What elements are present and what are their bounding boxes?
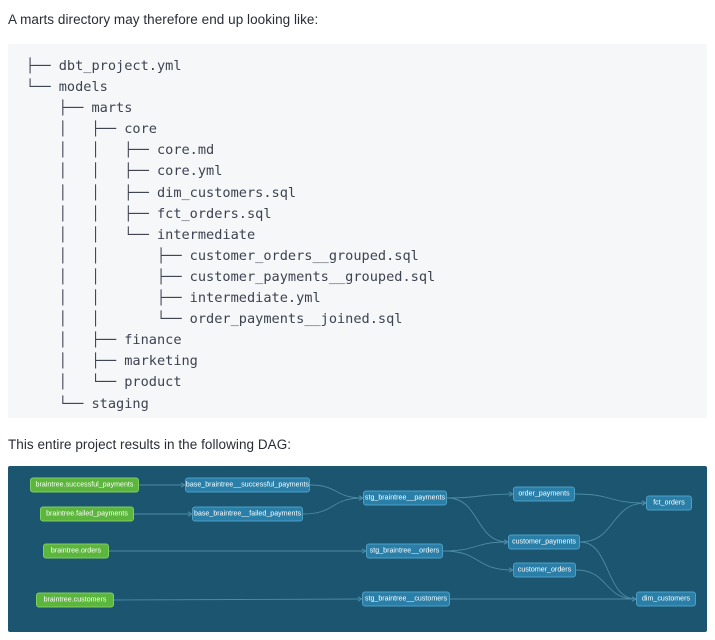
directory-tree-code-block: ├── dbt_project.yml └── models ├── marts…	[8, 44, 707, 418]
dag-edge-order_payments-to-fct_orders	[574, 493, 647, 504]
directory-tree-text: ├── dbt_project.yml └── models ├── marts…	[26, 58, 436, 412]
dag-node-base_braintree__failed_payments[interactable]: base_braintree__failed_payments	[192, 506, 303, 522]
dag-edge-customer_payments-to-fct_orders	[579, 502, 647, 543]
dag-edge-stg_braintree__orders-to-customer_payments	[442, 541, 509, 552]
dag-node-order_payments[interactable]: order_payments	[513, 486, 575, 502]
dag-canvas: braintree.successful_payments braintree.f…	[8, 466, 707, 632]
dag-node-dim_customers[interactable]: dim_customers	[636, 591, 696, 607]
dag-edge-layer	[109, 482, 647, 602]
dag-edge-braintree_customers-to-stg_braintree__customers	[113, 598, 363, 601]
dag-node-base_braintree__successful_payments[interactable]: base_braintree__successful_payments	[185, 477, 310, 493]
intro-paragraph-marts: A marts directory may therefore end up l…	[8, 12, 319, 27]
dag-node-braintree_successful_payments[interactable]: braintree.successful_payments	[30, 477, 139, 493]
dag-node-fct_orders[interactable]: fct_orders	[646, 495, 692, 511]
dag-node-customer_orders[interactable]: customer_orders	[513, 562, 576, 578]
dag-edge-base_braintree__successful_payments-to-stg_braintree__payments	[309, 484, 364, 499]
dag-edge-customer_orders-to-dim_customers	[575, 569, 637, 600]
dag-edge-stg_braintree__orders-to-customer_orders	[442, 550, 514, 571]
intro-paragraph-dag: This entire project results in the follo…	[8, 437, 292, 452]
dag-edge-customer_payments-to-dim_customers	[579, 541, 637, 600]
dag-node-stg_braintree__payments[interactable]: stg_braintree__payments	[363, 490, 447, 506]
dag-node-braintree_customers[interactable]: braintree.customers	[36, 592, 114, 608]
dag-edge-stg_braintree__payments-to-customer_payments	[446, 497, 509, 543]
dag-node-braintree_orders[interactable]: braintree.orders	[43, 543, 109, 559]
dag-node-stg_braintree__orders[interactable]: stg_braintree__orders	[366, 543, 443, 559]
dag-edge-base_braintree__failed_payments-to-stg_braintree__payments	[302, 497, 364, 515]
dag-edge-stg_braintree__payments-to-order_payments	[446, 493, 514, 499]
dag-node-customer_payments[interactable]: customer_payments	[508, 534, 580, 550]
dag-node-stg_braintree__customers[interactable]: stg_braintree__customers	[362, 591, 450, 607]
dag-diagram: braintree.successful_payments braintree.f…	[8, 466, 707, 632]
dag-node-braintree_failed_payments[interactable]: braintree.failed_payments	[40, 506, 134, 522]
